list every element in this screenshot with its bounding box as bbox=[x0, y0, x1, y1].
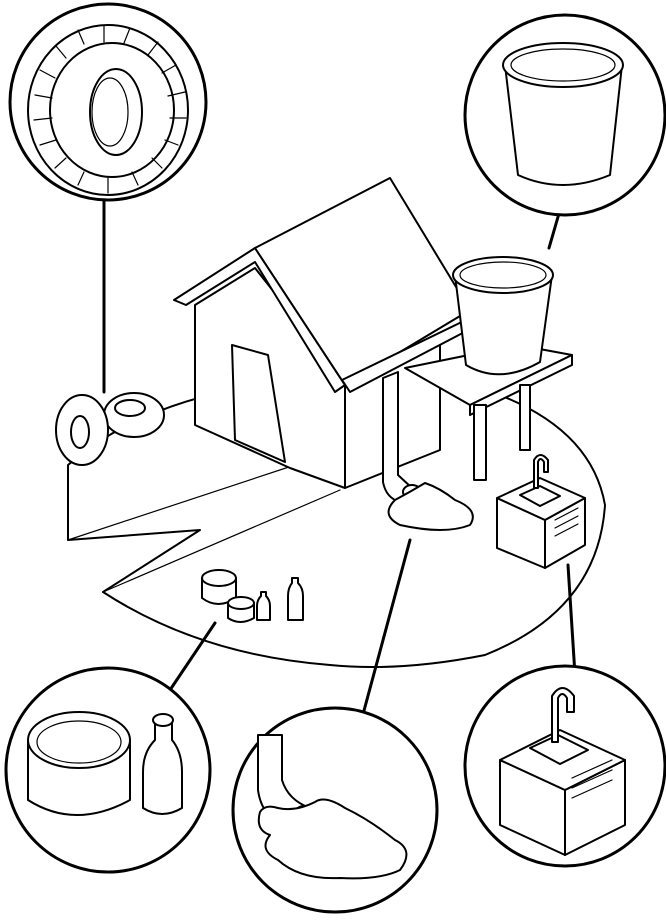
scene-can-small-top bbox=[228, 597, 254, 609]
stand-leg bbox=[474, 405, 486, 480]
callout-cans bbox=[6, 668, 210, 872]
tire-icon bbox=[28, 25, 188, 195]
bottle-mouth bbox=[153, 714, 173, 726]
callout-puddle bbox=[233, 708, 437, 912]
callout-sink bbox=[465, 666, 665, 866]
callout-tank bbox=[465, 15, 665, 215]
scene-tire-front-hole bbox=[71, 416, 89, 448]
callout-tire bbox=[10, 4, 206, 200]
tire-hole bbox=[90, 69, 142, 155]
bottle-icon bbox=[28, 712, 182, 815]
scene-tire-back-hole bbox=[115, 400, 145, 416]
scene-can-large-top bbox=[202, 570, 236, 586]
stand-leg-2 bbox=[520, 385, 530, 450]
bucket-icon bbox=[503, 43, 623, 185]
